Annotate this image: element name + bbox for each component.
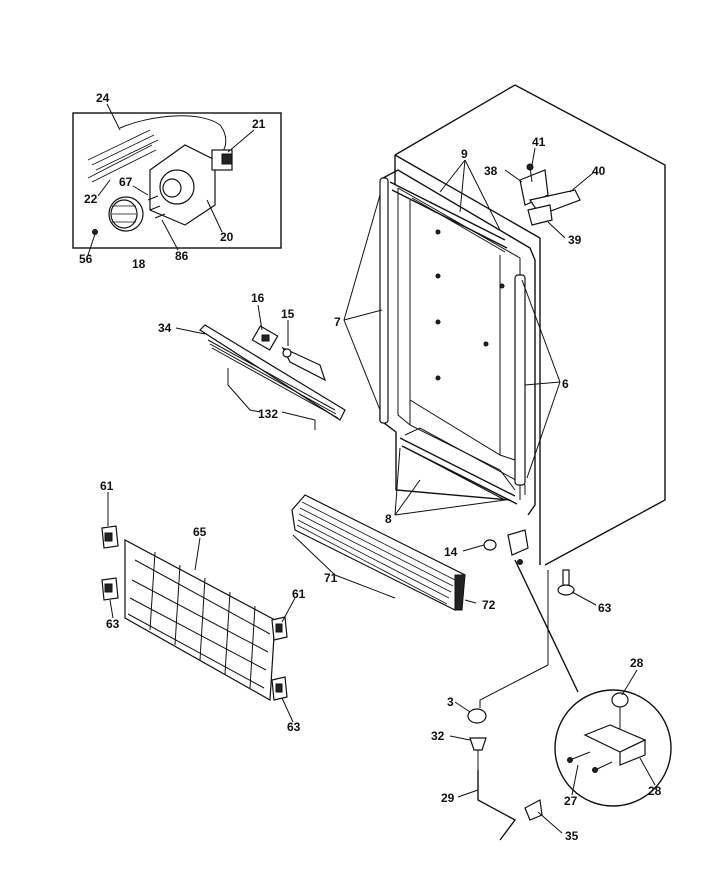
label-16: 16: [251, 291, 265, 305]
label-65: 65: [193, 525, 207, 539]
top-hinge-assembly: [519, 163, 581, 226]
label-63-left: 63: [106, 617, 120, 631]
label-29: 29: [441, 791, 455, 805]
label-24: 24: [96, 91, 110, 105]
leader-lines: [87, 103, 656, 834]
label-71: 71: [324, 571, 338, 585]
label-61-right: 61: [292, 587, 306, 601]
label-35: 35: [565, 829, 579, 843]
hinge-detail-inset: [514, 559, 672, 807]
label-34: 34: [158, 321, 172, 335]
leveling-leg: [557, 569, 575, 596]
label-63-right: 63: [287, 720, 301, 734]
label-63-leg: 63: [598, 601, 612, 615]
label-7: 7: [334, 315, 341, 329]
label-41: 41: [532, 135, 546, 149]
label-72: 72: [482, 598, 496, 612]
label-86: 86: [175, 249, 189, 263]
label-28-bottom: 28: [648, 784, 662, 798]
label-22: 22: [84, 192, 98, 206]
label-40: 40: [592, 164, 606, 178]
label-8: 8: [385, 512, 392, 526]
label-38: 38: [484, 164, 498, 178]
label-61-left: 61: [100, 479, 114, 493]
label-21: 21: [252, 117, 266, 131]
label-9: 9: [461, 147, 468, 161]
label-27: 27: [564, 794, 578, 808]
label-18: 18: [132, 257, 146, 271]
label-15: 15: [281, 307, 295, 321]
callout-labels: 24 21 67 22 20 56 18 86 16 15 34 132 9 7…: [79, 91, 662, 843]
label-28-top: 28: [630, 656, 644, 670]
label-14: 14: [444, 545, 458, 559]
thermostat-inset: [72, 112, 282, 249]
label-6: 6: [562, 377, 569, 391]
freezer-cabinet: [379, 84, 666, 566]
label-56: 56: [79, 252, 93, 266]
light-assembly: [199, 324, 346, 430]
label-39: 39: [568, 233, 582, 247]
label-67: 67: [119, 175, 133, 189]
grille: [101, 525, 288, 701]
label-32: 32: [431, 729, 445, 743]
label-3: 3: [447, 695, 454, 709]
label-20: 20: [220, 230, 234, 244]
kickplate: [291, 494, 529, 611]
label-132: 132: [258, 407, 278, 421]
drain-parts: [467, 570, 549, 841]
